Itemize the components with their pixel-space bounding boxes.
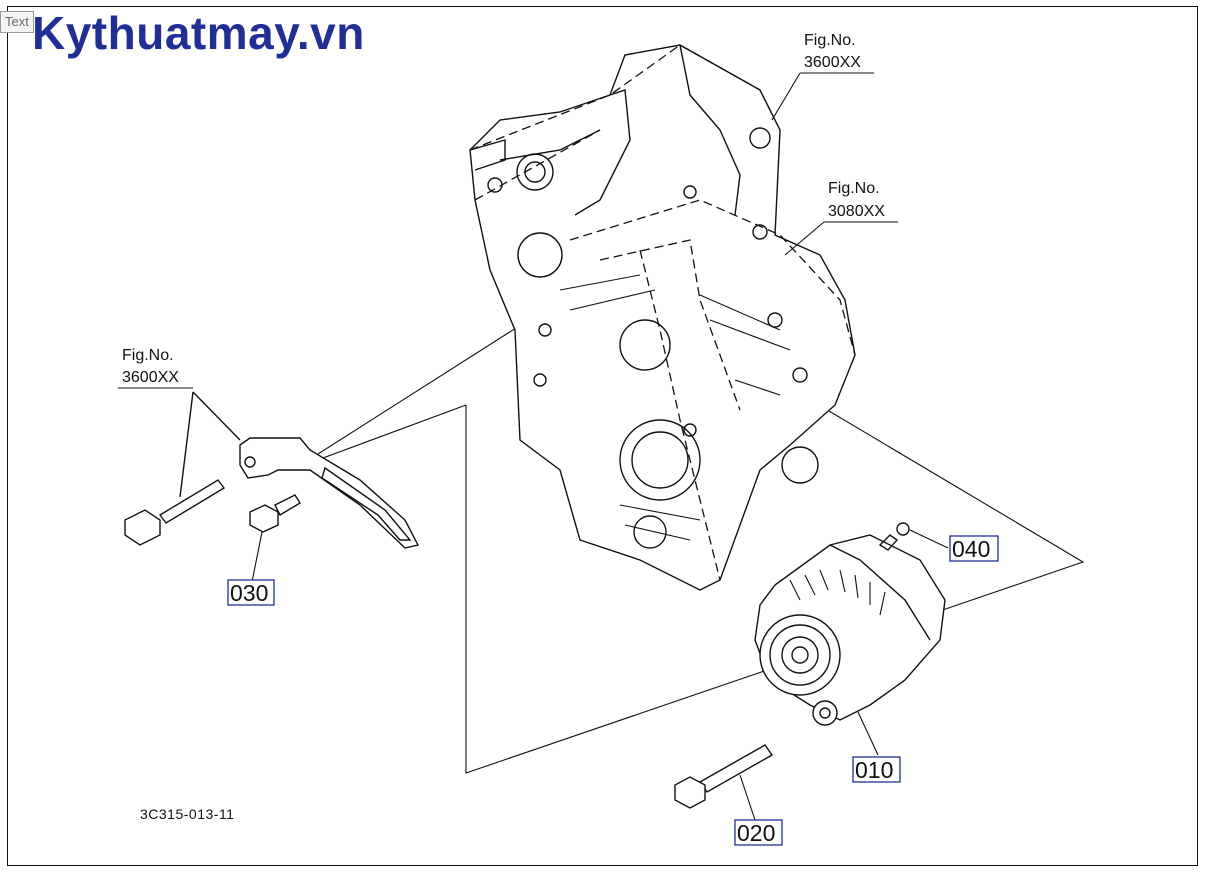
part-number: 020 bbox=[737, 820, 775, 846]
drawing-frame bbox=[7, 6, 1198, 866]
fig-ref-label: Fig.No. bbox=[828, 180, 880, 197]
alternator bbox=[754, 522, 946, 756]
fig-ref-number: 3600XX bbox=[122, 369, 179, 386]
bolt-020 bbox=[674, 744, 774, 821]
part-label-030[interactable]: 030 bbox=[227, 579, 275, 606]
watermark-logo: Kythuatmay.vn bbox=[32, 7, 365, 59]
part-label-020[interactable]: 020 bbox=[734, 819, 783, 846]
part-label-010[interactable]: 010 bbox=[852, 756, 901, 783]
adjusting-bracket bbox=[239, 437, 420, 549]
text-tool-tab[interactable]: Text bbox=[0, 11, 34, 33]
bracket-bolt bbox=[124, 391, 241, 546]
part-number: 010 bbox=[855, 757, 893, 783]
gear-case-housing bbox=[469, 44, 856, 591]
fig-ref-number: 3600XX bbox=[804, 54, 861, 71]
fig-ref-label: Fig.No. bbox=[804, 32, 856, 49]
part-number: 040 bbox=[952, 536, 990, 562]
part-number: 030 bbox=[230, 580, 268, 606]
fig-ref-3080xx: Fig.No. 3080XX bbox=[784, 180, 898, 256]
fig-ref-label: Fig.No. bbox=[122, 347, 174, 364]
bolt-030 bbox=[249, 494, 301, 583]
drawing-code: 3C315-013-11 bbox=[140, 806, 234, 822]
leader-040 bbox=[909, 529, 949, 549]
fig-ref-3600xx-left: Fig.No. 3600XX bbox=[118, 347, 193, 389]
fig-ref-3600xx-top: Fig.No. 3600XX bbox=[771, 32, 874, 121]
fig-ref-number: 3080XX bbox=[828, 203, 885, 220]
part-label-040[interactable]: 040 bbox=[949, 535, 999, 562]
